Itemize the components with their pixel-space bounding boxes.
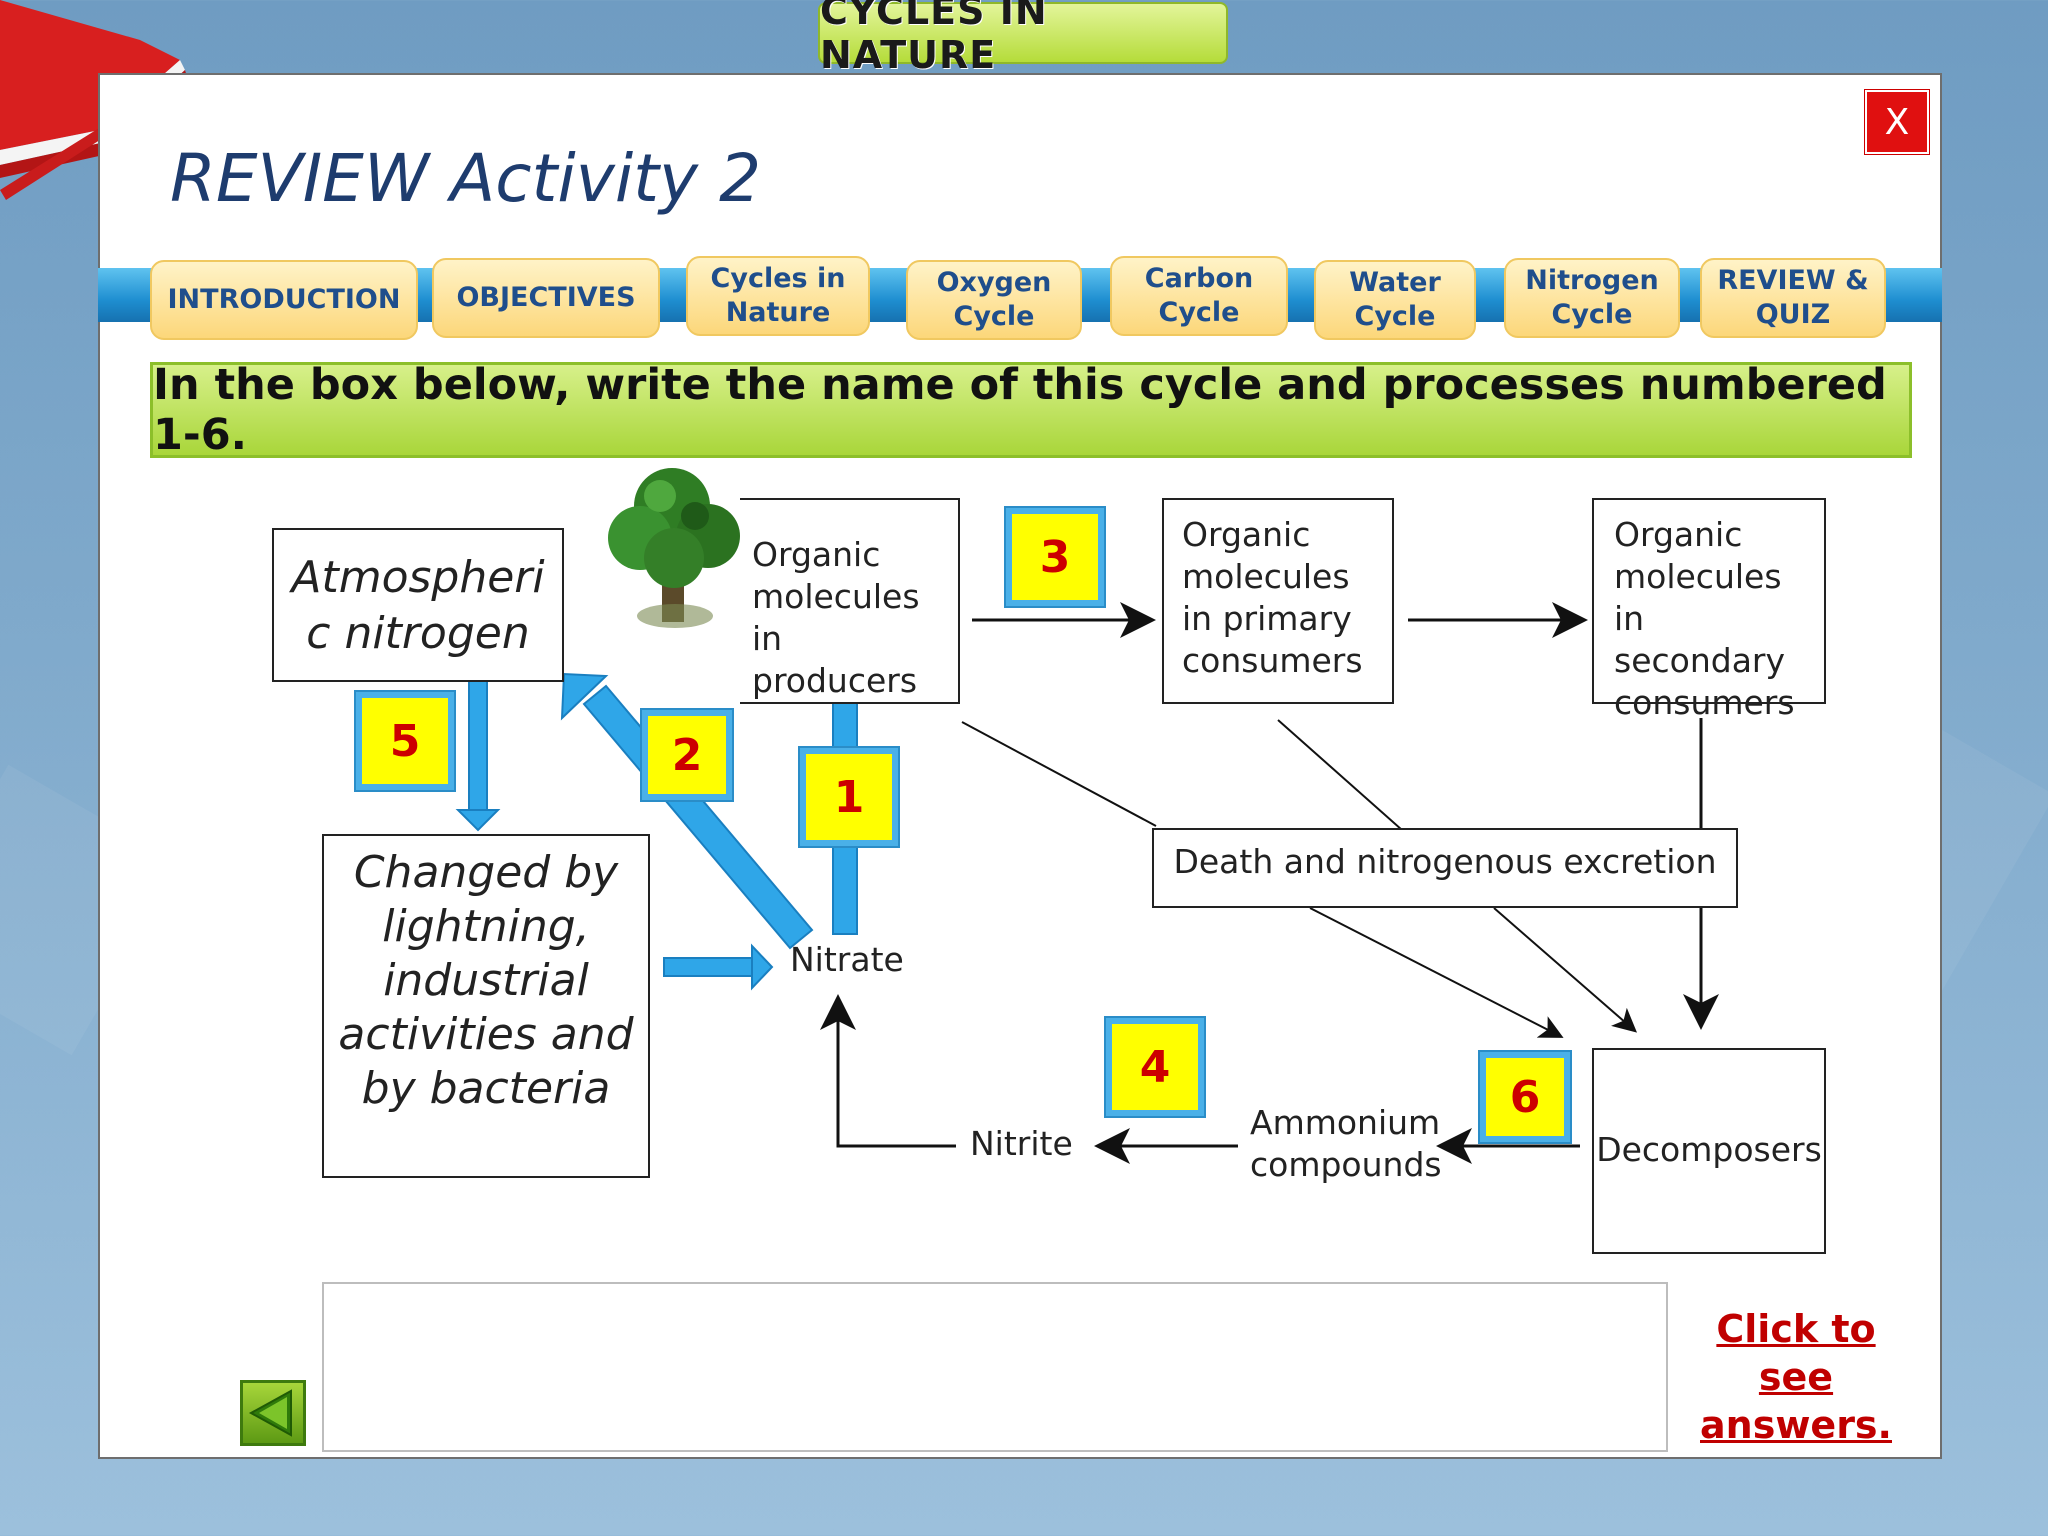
secondary-consumers-box [1592,498,1826,704]
tab-introduction[interactable]: INTRODUCTION [150,260,418,340]
tab-nitrogen-cycle[interactable]: Nitrogen Cycle [1504,258,1680,338]
back-arrow-icon [248,1389,292,1437]
death-box [1152,828,1738,908]
producers-box [740,498,960,704]
process-number-6: 6 [1478,1050,1572,1144]
process-number-2: 2 [640,708,734,802]
tab-carbon-cycle[interactable]: Carbon Cycle [1110,256,1288,336]
close-button[interactable]: X [1864,89,1930,155]
process-number-4: 4 [1104,1016,1206,1118]
atmospheric-nitrogen-label: Atmospheric nitrogen [291,552,545,659]
back-button[interactable] [240,1380,306,1446]
death-label: Death and nitrogenous excretion [1173,842,1717,881]
tab-objectives[interactable]: OBJECTIVES [432,258,660,338]
changed-by-box [322,834,650,1178]
primary-consumers-label: Organic molecules in primary consumers [1182,515,1363,680]
process-number-5: 5 [354,690,456,792]
primary-consumers-box [1162,498,1394,704]
decomposers-box [1592,1048,1826,1254]
secondary-consumers-label: Organic molecules in secondary consumers [1614,515,1795,722]
changed-by-label: Changed by lightning, industrial activit… [338,847,634,1114]
process-number-1: 1 [798,746,900,848]
nitrate-label: Nitrate [790,940,904,979]
tab-oxygen-cycle[interactable]: Oxygen Cycle [906,260,1082,340]
book-icon [0,0,188,200]
tab-water-cycle[interactable]: Water Cycle [1314,260,1476,340]
page-title: REVIEW Activity 2 [170,140,762,217]
see-answers-link[interactable]: Click to see answers. [1700,1307,1892,1447]
tab-review-quiz[interactable]: REVIEW & QUIZ [1700,258,1886,338]
tree-icon [608,468,740,628]
producers-label: Organic molecules in producers [752,535,920,700]
nitrite-label: Nitrite [970,1124,1073,1163]
atmospheric-nitrogen-box [272,528,564,682]
decomposers-label: Decomposers [1596,1130,1822,1169]
ammonium-label: Ammonium compounds [1250,1103,1442,1184]
instruction-banner: In the box below, write the name of this… [150,360,1912,460]
process-number-3: 3 [1004,506,1106,608]
tab-cycles-in-nature[interactable]: Cycles in Nature [686,256,870,336]
answer-input[interactable] [322,1282,1668,1452]
